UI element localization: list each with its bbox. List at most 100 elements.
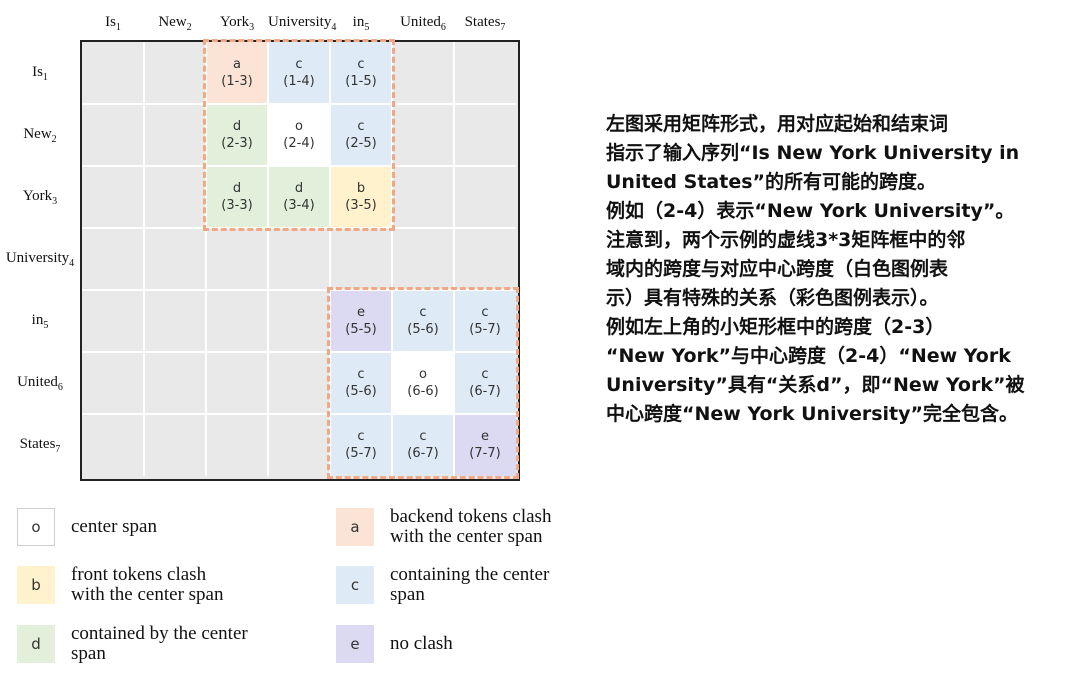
description-line: 注意到，两个示例的虚线3*3矩阵框中的邻 [606, 229, 966, 251]
span-cell: c (2-5) [330, 104, 392, 166]
cell-relation-letter: c [357, 57, 365, 72]
neighborhood-dashed-box [327, 287, 519, 479]
grid-line-horizontal [82, 413, 516, 415]
row-header: University4 [5, 250, 75, 269]
column-header: in5 [352, 14, 370, 33]
neighborhood-dashed-box [203, 39, 395, 231]
description-line: “New York”与中心跨度（2-4）“New York [606, 345, 1011, 367]
legend-swatch: o [17, 508, 55, 546]
span-cell: o (2-4) [268, 104, 330, 166]
column-header: University4 [268, 14, 337, 33]
cell-span-range: (1-4) [283, 74, 315, 89]
cell-span-range: (2-3) [221, 136, 253, 151]
cell-relation-letter: c [481, 367, 489, 382]
cell-span-range: (5-6) [345, 384, 377, 399]
cell-span-range: (5-7) [345, 446, 377, 461]
cell-relation-letter: c [419, 305, 427, 320]
span-cell: d (2-3) [206, 104, 268, 166]
cell-span-range: (6-7) [407, 446, 439, 461]
legend-swatch: b [17, 566, 55, 604]
grid-line-vertical [143, 42, 145, 476]
span-cell: c (6-7) [454, 352, 516, 414]
row-header: Is1 [32, 64, 48, 83]
grid-line-vertical [453, 42, 455, 476]
grid-line-horizontal [82, 165, 516, 167]
cell-span-range: (2-4) [283, 136, 315, 151]
description-line: 域内的跨度与对应中心跨度（白色图例表 [606, 258, 949, 280]
cell-span-range: (6-6) [407, 384, 439, 399]
span-cell: d (3-3) [206, 166, 268, 228]
row-header: York3 [22, 188, 58, 207]
column-header: New2 [158, 14, 192, 33]
grid-line-vertical [205, 42, 207, 476]
span-cell: e(5-5) [330, 290, 392, 352]
cell-span-range: (3-4) [283, 198, 315, 213]
legend-label: no clash [390, 633, 453, 654]
grid-line-horizontal [82, 289, 516, 291]
grid-line-horizontal [82, 351, 516, 353]
span-cell: c (5-7) [454, 290, 516, 352]
column-header: Is1 [105, 14, 121, 33]
span-matrix: a (1-3) c (1-4) c (1-5) d (2-3) o (2-4) c (2-5) d (3-… [80, 40, 520, 481]
cell-span-range: (3-5) [345, 198, 377, 213]
cell-span-range: (1-5) [345, 74, 377, 89]
legend-swatch: e [336, 625, 374, 663]
grid-line-vertical [391, 42, 393, 476]
grid-line-horizontal [82, 103, 516, 105]
cell-relation-letter: c [419, 429, 427, 444]
legend-swatch: a [336, 508, 374, 546]
span-cell: c (5-6) [392, 290, 454, 352]
row-header: New2 [23, 126, 57, 145]
span-cell: c (5-6) [330, 352, 392, 414]
cell-span-range: (2-5) [345, 136, 377, 151]
column-header: York3 [219, 14, 255, 33]
cell-relation-letter: c [357, 119, 365, 134]
column-header: States7 [464, 14, 506, 33]
grid-line-vertical [329, 42, 331, 476]
span-cell: c (6-7) [392, 414, 454, 476]
cell-relation-letter: d [232, 119, 242, 134]
legend-swatch: c [336, 566, 374, 604]
cell-span-range: (7-7) [469, 446, 501, 461]
description-text: 左图采用矩阵形式，用对应起始和结束词指示了输入序列“Is New York Un… [606, 110, 1076, 429]
cell-relation-letter: a [233, 57, 241, 72]
cell-relation-letter: o [419, 367, 427, 382]
span-cell: b (3-5) [330, 166, 392, 228]
cell-relation-letter: d [232, 181, 242, 196]
description-line: United States”的所有可能的跨度。 [606, 171, 937, 193]
span-cell: a (1-3) [206, 42, 268, 104]
description-line: 示）具有特殊的关系（彩色图例表示）。 [606, 287, 939, 309]
description-line: 中心跨度“New York University”完全包含。 [606, 403, 1019, 425]
cell-span-range: (5-6) [407, 322, 439, 337]
column-header: United6 [400, 14, 446, 33]
cell-relation-letter: o [295, 119, 303, 134]
span-cell: e (7-7) [454, 414, 516, 476]
description-line: University”具有“关系d”，即“New York”被 [606, 374, 1025, 396]
row-header: States7 [19, 436, 61, 455]
span-cell: c (1-4) [268, 42, 330, 104]
cell-span-range: (5-5) [345, 322, 377, 337]
span-cell: c (1-5) [330, 42, 392, 104]
description-line: 左图采用矩阵形式，用对应起始和结束词 [606, 113, 949, 135]
row-header: United6 [17, 374, 63, 393]
description-line: 例如（2-4）表示“New York University”。 [606, 200, 1015, 222]
cell-relation-letter: c [357, 367, 365, 382]
cell-relation-letter: c [295, 57, 303, 72]
cell-span-range: (5-7) [469, 322, 501, 337]
legend-label: center span [71, 516, 157, 537]
description-line: 指示了输入序列“Is New York University in [606, 142, 1020, 164]
cell-relation-letter: b [356, 181, 366, 196]
grid-line-vertical [267, 42, 269, 476]
cell-span-range: (6-7) [469, 384, 501, 399]
row-header: in5 [31, 312, 49, 331]
span-cell: d (3-4) [268, 166, 330, 228]
span-cell: o (6-6) [392, 352, 454, 414]
cell-relation-letter: d [294, 181, 304, 196]
cell-relation-letter: e [481, 429, 489, 444]
cell-span-range: (1-3) [221, 74, 253, 89]
cell-span-range: (3-3) [221, 198, 253, 213]
cell-relation-letter: c [481, 305, 489, 320]
